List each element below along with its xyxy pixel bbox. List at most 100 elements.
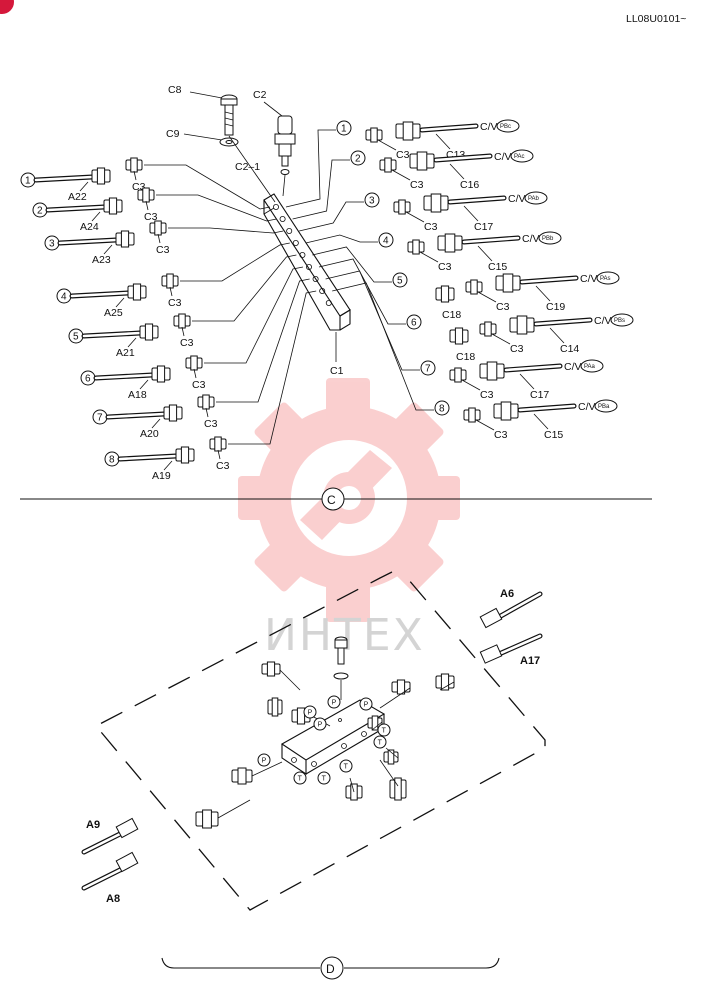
label-C19: C19 (546, 301, 565, 313)
port-oval (496, 119, 520, 133)
manifold-block-c1 (263, 193, 351, 331)
label-c3: C3 (144, 211, 158, 223)
label-C14: C14 (560, 343, 579, 355)
hose-end-fitting (127, 283, 147, 301)
port-code: PAc (514, 154, 525, 160)
doc-code: LL08U0101~ (626, 13, 686, 25)
union-c3 (479, 321, 497, 337)
port-code: PAs (600, 276, 611, 282)
cv-label: C/V (494, 151, 512, 163)
circled-number (336, 120, 352, 136)
hose-C14 (533, 317, 593, 327)
label-c3: C3 (424, 221, 438, 233)
fitting-link (379, 687, 411, 709)
hose-C17 (503, 363, 563, 373)
label-c3: C3 (480, 389, 494, 401)
washer-c9 (183, 133, 239, 147)
leader-line (156, 194, 277, 222)
hose-a9 (81, 817, 139, 855)
port-code: PAb (528, 196, 540, 202)
fitting-link (371, 721, 383, 731)
manifold-port (279, 215, 286, 222)
o-ring-c2-1 (280, 169, 290, 175)
hose-a8 (81, 851, 139, 891)
row-number: 4 (61, 292, 67, 303)
label-c3: C3 (216, 460, 230, 472)
port-badge-T (293, 771, 307, 785)
port-badge-text: T (344, 764, 349, 771)
union-c3 (463, 407, 481, 423)
circled-number (434, 400, 450, 416)
union-c3 (125, 157, 143, 173)
union-c3 (449, 367, 467, 383)
label-A18: A18 (128, 389, 147, 401)
manifold-port (292, 239, 299, 246)
cv-label: C/V (594, 315, 612, 327)
row-number: 6 (411, 318, 417, 329)
far-left-fitting (195, 809, 219, 829)
label-c3: C3 (410, 179, 424, 191)
leader-line (305, 234, 378, 244)
section-c: C8 C2 C9 C2–1 (20, 84, 652, 511)
port-code: PBs (614, 318, 625, 324)
hose-A18 (93, 372, 155, 381)
union-c3 (365, 127, 383, 143)
circled-number (364, 192, 380, 208)
label-A25: A25 (104, 307, 123, 319)
leader-line (332, 282, 434, 411)
hose-C13 (419, 123, 479, 133)
port-oval (596, 271, 620, 285)
cv-label: C/V (480, 121, 498, 133)
cv-label: C/V (508, 193, 526, 205)
row-number: 2 (37, 206, 43, 217)
label-c2: C2 (253, 89, 267, 101)
hose-A19 (117, 453, 179, 462)
port-code: PBc (500, 124, 511, 130)
hose-end-fitting (479, 361, 505, 381)
port-badge-T (317, 771, 331, 785)
label-c3: C3 (180, 337, 194, 349)
port-oval (580, 359, 604, 373)
port-badge-P (359, 697, 373, 711)
manifold-port (299, 251, 306, 258)
lower-left-fitting (231, 767, 253, 785)
label-c3: C3 (192, 379, 206, 391)
union-c3 (209, 436, 227, 452)
label-a8: A8 (106, 893, 120, 905)
port-badge-text: P (308, 710, 313, 717)
port-oval (524, 191, 548, 205)
label-C15: C15 (544, 429, 563, 441)
union-c3 (407, 239, 425, 255)
hose-A21 (81, 330, 143, 339)
fitting-link (349, 777, 355, 793)
label-c3: C3 (168, 297, 182, 309)
leader-line (285, 129, 336, 208)
union-c3 (197, 394, 215, 410)
port-oval (510, 149, 534, 163)
hose-A24 (45, 204, 107, 213)
port-badge-text: P (332, 700, 337, 707)
label-A20: A20 (140, 428, 159, 440)
row-number: 3 (369, 196, 375, 207)
label-c3: C3 (396, 149, 410, 161)
hose-end-fitting (115, 230, 135, 248)
manifold-port (272, 203, 279, 210)
fitting-link (251, 761, 283, 777)
corner-badge (0, 0, 14, 14)
hose-end-fitting (493, 401, 519, 421)
leader-line (216, 278, 310, 403)
circled-number (378, 232, 394, 248)
label-c2-1: C2–1 (235, 161, 260, 173)
hose-end-fitting (91, 167, 111, 185)
row-number: 8 (439, 404, 445, 415)
fitting-link (217, 799, 251, 819)
